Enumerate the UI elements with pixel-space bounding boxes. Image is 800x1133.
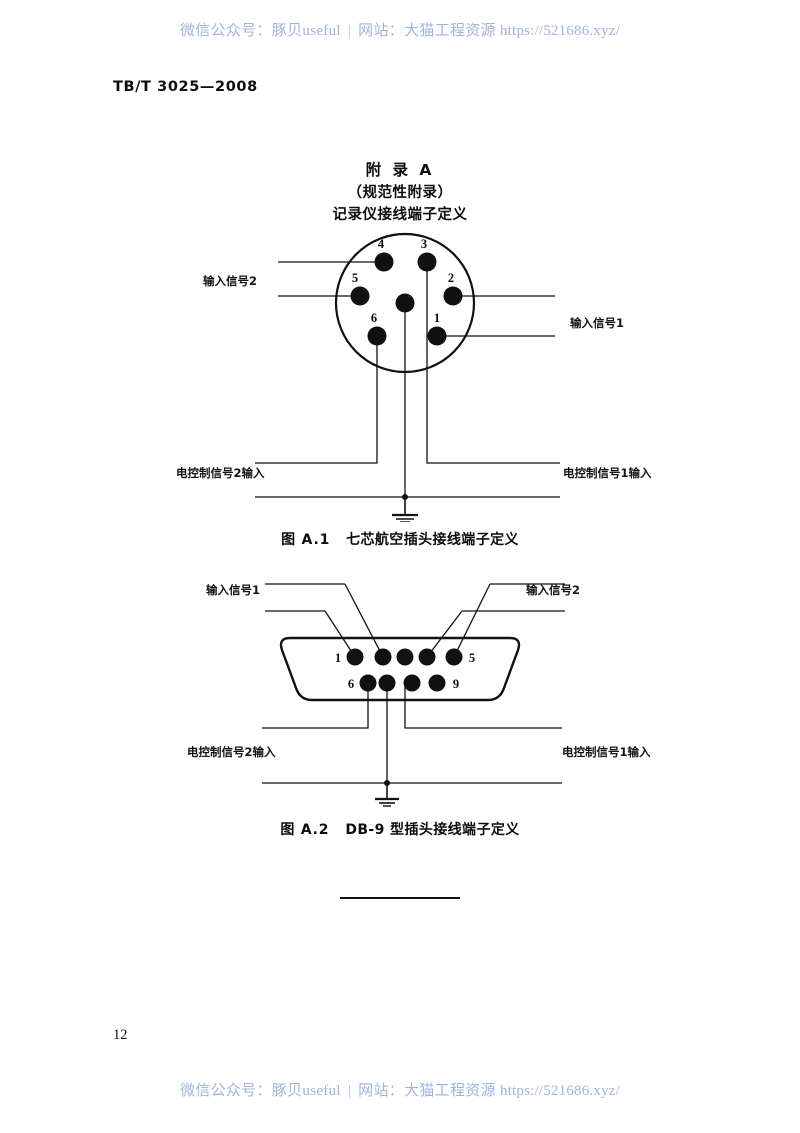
label-left-input-signal-a1: 输入信号2 bbox=[203, 274, 257, 288]
pin-1 bbox=[427, 326, 447, 346]
pin-number-1: 1 bbox=[434, 311, 440, 325]
wire-db9-pin8-to-right-control bbox=[404, 683, 562, 729]
appendix-subtitle: （规范性附录） bbox=[347, 185, 453, 202]
db9-pin-number-6: 6 bbox=[348, 677, 354, 691]
figure-a2-caption-number: 图 A.2 bbox=[280, 822, 330, 838]
db9-pin-4 bbox=[418, 648, 436, 666]
figure-a2-diagram: 1 5 6 9 输入信号1 输入信号2 电控制信号2输入 电控制信号1输入 bbox=[187, 583, 651, 807]
label-left-control-signal-a1: 电控制信号2输入 bbox=[176, 466, 265, 480]
pin-number-4: 4 bbox=[378, 237, 385, 251]
wire-pin3-to-right-control bbox=[426, 262, 560, 464]
watermark-url: https://521686.xyz/ bbox=[499, 1083, 621, 1099]
appendix-title: 附 录 A bbox=[365, 161, 435, 179]
label-right-control-signal-a2: 电控制信号1输入 bbox=[562, 745, 651, 759]
ground-symbol bbox=[392, 497, 418, 522]
label-left-control-signal-a2: 电控制信号2输入 bbox=[187, 745, 276, 759]
db9-pin-8 bbox=[403, 674, 421, 692]
pin-number-2: 2 bbox=[448, 271, 454, 285]
pin-number-3: 3 bbox=[421, 237, 427, 251]
db9-pin-9 bbox=[428, 674, 446, 692]
figure-a1-caption: 图 A.1 七芯航空插头接线端子定义 bbox=[0, 529, 800, 549]
db9-pin-1 bbox=[346, 648, 364, 666]
pin-center bbox=[395, 293, 415, 313]
watermark-site-label: 网站： bbox=[358, 1083, 405, 1099]
watermark-site-name: 大猫工程资源 bbox=[404, 1083, 496, 1099]
label-left-input-signal-a2: 输入信号1 bbox=[206, 583, 260, 597]
db9-pin-5 bbox=[445, 648, 463, 666]
db9-pin-number-1: 1 bbox=[335, 651, 341, 665]
watermark-prefix: 微信公众号： bbox=[179, 23, 272, 39]
db9-pin-number-9: 9 bbox=[453, 677, 459, 691]
pin-number-5: 5 bbox=[352, 271, 358, 285]
wire-pin6-to-left-control bbox=[255, 336, 378, 464]
db9-connector-shell bbox=[279, 636, 521, 702]
wire-db9-pin2-diag bbox=[344, 583, 384, 658]
pin-6 bbox=[367, 326, 387, 346]
watermark-separator: | bbox=[347, 23, 352, 39]
pin-3 bbox=[417, 252, 437, 272]
pin-4 bbox=[374, 252, 394, 272]
label-right-control-signal-a1: 电控制信号1输入 bbox=[563, 466, 652, 480]
figure-a2-caption-text: DB-9 型插头接线端子定义 bbox=[345, 822, 520, 838]
db9-pin-3 bbox=[396, 648, 414, 666]
watermark-site-label: 网站： bbox=[358, 23, 405, 39]
watermark-account: 豚贝useful bbox=[271, 1083, 341, 1099]
figure-a1-caption-text: 七芯航空插头接线端子定义 bbox=[346, 532, 519, 548]
db9-pin-2 bbox=[374, 648, 392, 666]
label-right-input-signal-a1: 输入信号1 bbox=[570, 316, 624, 330]
appendix-title-block: 附 录 A （规范性附录） 记录仪接线端子定义 bbox=[0, 158, 800, 227]
db9-pin-6 bbox=[359, 674, 377, 692]
wire-db9-pin1-diag bbox=[324, 610, 356, 658]
figure-a2-caption: 图 A.2 DB-9 型插头接线端子定义 bbox=[0, 819, 800, 839]
pin-5 bbox=[350, 286, 370, 306]
watermark-site-name: 大猫工程资源 bbox=[404, 23, 496, 39]
page-number: 12 bbox=[113, 1027, 128, 1043]
standard-number-header: TB/T 3025—2008 bbox=[113, 79, 258, 95]
figure-a1-diagram: 4 3 5 2 6 1 输入信号2 输入信号1 电控制信号2输入 电控制信号1输… bbox=[176, 232, 652, 522]
db9-pin-number-5: 5 bbox=[469, 651, 475, 665]
watermark-url: https://521686.xyz/ bbox=[499, 23, 621, 39]
wire-db9-pin5-diag bbox=[453, 583, 491, 658]
section-end-rule bbox=[340, 897, 460, 899]
pin-2 bbox=[443, 286, 463, 306]
watermark-separator: | bbox=[347, 1083, 352, 1099]
wire-db9-pin4-diag bbox=[426, 610, 463, 658]
db9-pin-7 bbox=[378, 674, 396, 692]
pin-number-6: 6 bbox=[371, 311, 377, 325]
ground-symbol-a2 bbox=[375, 783, 399, 807]
label-right-input-signal-a2: 输入信号2 bbox=[526, 583, 580, 597]
watermark-bottom: 微信公众号：豚贝useful | 网站：大猫工程资源 https://521686.… bbox=[0, 1079, 800, 1100]
figure-a1-caption-number: 图 A.1 bbox=[281, 532, 331, 548]
watermark-top: 微信公众号：豚贝useful | 网站：大猫工程资源 https://521686.… bbox=[0, 19, 800, 40]
watermark-account: 豚贝useful bbox=[271, 23, 341, 39]
appendix-heading: 记录仪接线端子定义 bbox=[332, 207, 468, 224]
wire-db9-pin6-to-left-control bbox=[262, 683, 369, 729]
watermark-prefix: 微信公众号： bbox=[179, 1083, 272, 1099]
